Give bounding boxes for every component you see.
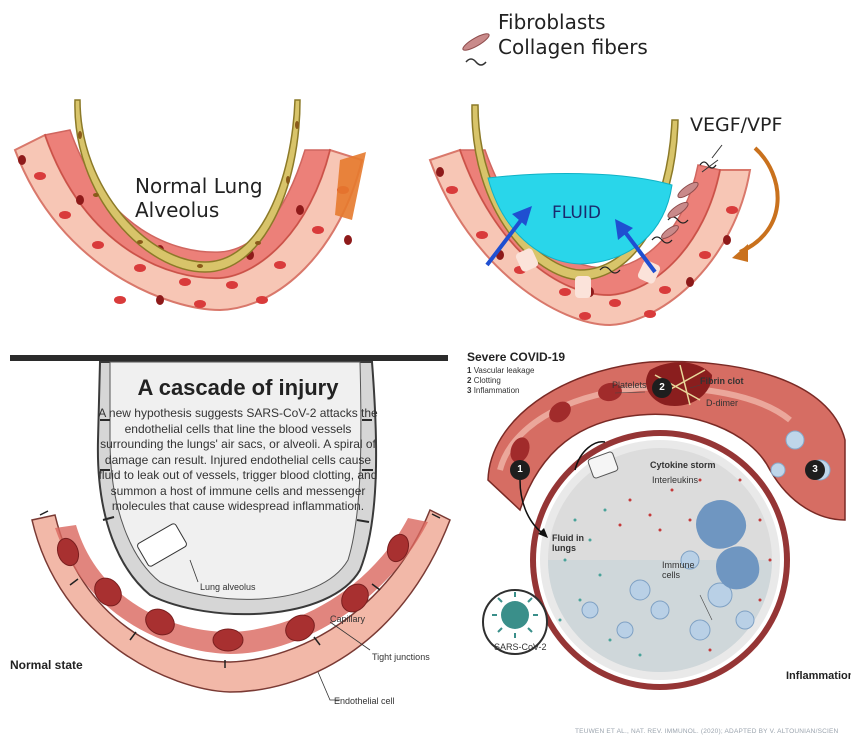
fluid-in-lungs-label: Fluid in lungs: [552, 533, 594, 553]
severe-covid-list: 1 Vascular leakage 2 Clotting 3 Inflamma…: [467, 366, 534, 396]
image-credit: TEUWEN ET AL., NAT. REV. IMMUNOL. (2020)…: [575, 728, 838, 735]
cascade-body: A new hypothesis suggests SARS-CoV-2 att…: [98, 406, 378, 515]
inflammation-label: Inflammation: [786, 670, 851, 682]
severe-covid-title: Severe COVID-19: [467, 350, 565, 364]
vegf-curved-arrow: [740, 148, 778, 252]
fibrin-clot-label: Fibrin clot: [700, 376, 744, 386]
fluid-label: FLUID: [552, 203, 601, 223]
capillary-label: Capillary: [330, 614, 365, 624]
vegf-label: VEGF/VPF: [690, 114, 782, 136]
collagen-icon: [466, 59, 486, 65]
d-dimer-label: D-dimer: [706, 398, 738, 408]
severe-list-item: 2 Clotting: [467, 376, 534, 386]
cytokine-storm-label: Cytokine storm: [650, 460, 716, 470]
legend-collagen-label: Collagen fibers: [498, 35, 648, 59]
interleukins-label: Interleukins: [652, 475, 698, 485]
immune-cells-label: Immune cells: [662, 560, 698, 580]
badge-inflammation: 3: [805, 460, 825, 480]
cascade-title: A cascade of injury: [88, 375, 388, 401]
badge-vascular-leakage: 1: [510, 460, 530, 480]
platelets-label: Platelets: [612, 380, 647, 390]
sars-cov-2-label: SARS-CoV-2: [494, 642, 547, 652]
normal-state-label: Normal state: [10, 658, 83, 672]
normal-alveolus-title: Normal Lung Alveolus: [135, 174, 295, 222]
severe-list-item: 1 Vascular leakage: [467, 366, 534, 376]
severe-covid-illustration: [483, 362, 845, 690]
section-divider: [10, 355, 448, 361]
lung-alveolus-label: Lung alveolus: [200, 582, 256, 592]
severe-list-item: 3 Inflammation: [467, 386, 534, 396]
fibroblast-icon: [461, 31, 491, 53]
badge-clotting: 2: [652, 378, 672, 398]
tight-junctions-label: Tight junctions: [372, 652, 430, 662]
endothelial-cell-label: Endothelial cell: [334, 696, 395, 706]
legend-fibroblasts-label: Fibroblasts: [498, 10, 606, 34]
